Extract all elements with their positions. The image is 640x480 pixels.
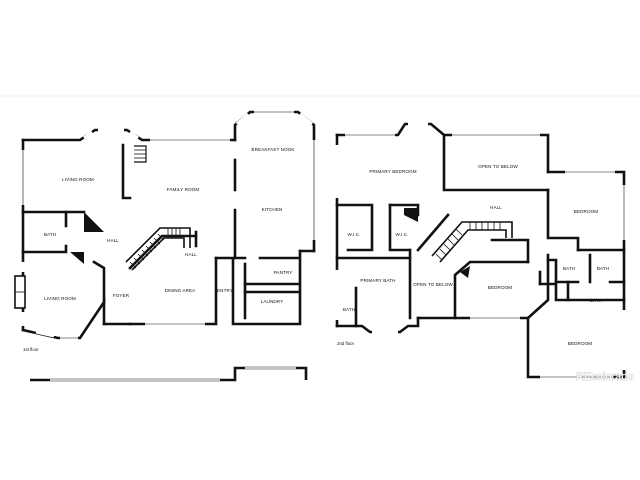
first-floor-labels: LIVING ROOM FAMILY ROOM BREAKFAST NOOK K… [23, 147, 295, 352]
column-fill [404, 208, 418, 222]
room-label-family-room: FAMILY ROOM [167, 187, 200, 192]
wall [233, 110, 316, 253]
room-label-open-to-below: OPEN TO BELOW [413, 282, 453, 287]
column-fill [460, 266, 470, 278]
room-label-bath: BATH [590, 298, 602, 303]
room-label-laundry: LAUNDRY [261, 299, 284, 304]
room-label-living-room: LIVING ROOM [44, 296, 76, 301]
wall [546, 258, 558, 284]
wall [335, 203, 374, 252]
first-floor-staircase [125, 227, 191, 271]
wall [121, 143, 132, 200]
room-label-open-to-below: OPEN TO BELOW [478, 164, 518, 169]
second-floor-plan [335, 122, 626, 379]
room-label-hall: HALL [490, 205, 502, 210]
watermark: REcolorado [576, 371, 633, 383]
wall [128, 234, 198, 270]
room-label-living-room: LIVING ROOM [62, 177, 94, 182]
wall [335, 316, 420, 334]
floor-label-second: 2nd floor [337, 341, 355, 346]
room-label-foyer: FOYER [113, 293, 130, 298]
room-label-bath: BATH [597, 266, 609, 271]
wall [30, 366, 308, 382]
room-label-bath: BATH [44, 232, 56, 237]
room-label-pantry: PANTRY [274, 270, 293, 275]
wall [335, 122, 550, 174]
room-label-primary-bath: PRIMARY BATH [360, 278, 395, 283]
room-label-bedroom: BEDROOM [488, 285, 513, 290]
wall [526, 253, 550, 320]
room-label-bedroom: BEDROOM [568, 341, 593, 346]
wall [21, 210, 68, 228]
room-label-hall: HALL [107, 238, 119, 243]
wall [21, 244, 68, 254]
wall [388, 203, 412, 252]
room-label-bedroom: BEDROOM [574, 209, 599, 214]
wall [608, 248, 626, 284]
wall [92, 260, 106, 304]
wall [546, 188, 580, 252]
wall [442, 133, 550, 192]
wall [538, 280, 570, 302]
room-label-bath: BATH [563, 266, 575, 271]
room-label-hall: HALL [185, 252, 197, 257]
floor-label-first: 1st floor [23, 347, 39, 352]
stair-fill [84, 212, 104, 232]
column-fill [70, 252, 84, 264]
room-label-bath: BATH [343, 307, 355, 312]
wall [233, 208, 247, 260]
second-floor-staircase [431, 221, 513, 263]
wall [453, 260, 530, 320]
second-floor-labels: PRIMARY BEDROOM OPEN TO BELOW HALL BEDRO… [337, 164, 609, 346]
wall [21, 297, 106, 340]
wall [416, 213, 450, 252]
wall [416, 280, 626, 379]
first-floor-plan [21, 110, 316, 340]
room-label-breakfast-nook: BREAKFAST NOOK [251, 147, 295, 152]
room-label-wic: W.I.C. [395, 232, 408, 237]
room-label-kitchen: KITCHEN [262, 207, 283, 212]
room-label-primary-bedroom: PRIMARY BEDROOM [369, 169, 416, 174]
room-label-dining-area: DINING AREA [165, 288, 197, 293]
wall [490, 238, 530, 264]
room-label-wic: W.I.C. [347, 232, 360, 237]
room-label-entry: ENTRY [217, 288, 233, 293]
wall [214, 249, 302, 326]
